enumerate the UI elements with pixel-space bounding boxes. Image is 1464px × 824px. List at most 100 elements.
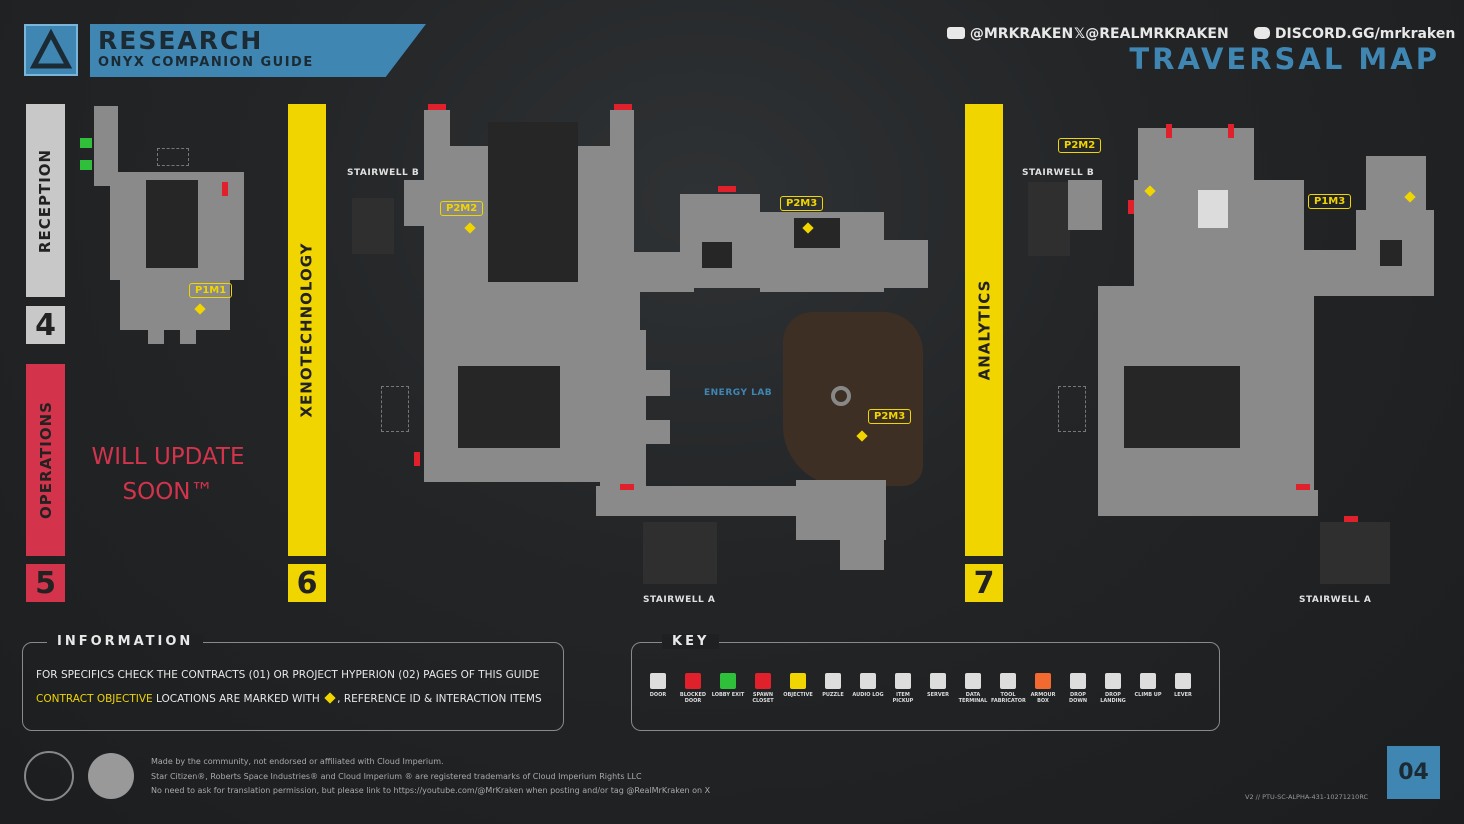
key-item-tool-fabricator: TOOL FABRICATOR — [991, 673, 1026, 704]
operations-update-notice: WILL UPDATE SOON™ — [91, 444, 245, 505]
key-item-audio-log: AUDIO LOG — [851, 673, 885, 698]
climb-up-icon — [1140, 673, 1156, 689]
objective-icon — [790, 673, 806, 689]
section-operations-bar: OPERATIONS — [26, 364, 65, 556]
key-item-lever: LEVER — [1166, 673, 1200, 698]
key-item-puzzle: PUZZLE — [816, 673, 850, 698]
server-icon — [930, 673, 946, 689]
footer-line-2: Star Citizen®, Roberts Space Industries®… — [151, 772, 642, 781]
energy-lab-area — [783, 312, 923, 486]
info-line-2-a: LOCATIONS ARE MARKED WITH — [152, 693, 324, 705]
artifact-icon — [1198, 190, 1228, 228]
key-item-label: DATA TERMINAL — [958, 692, 988, 704]
discord-label: DISCORD.GG/mrkraken — [1274, 26, 1456, 42]
key-item-label: TOOL FABRICATOR — [991, 692, 1026, 704]
section-xeno-bar: XENOTECHNOLOGY — [288, 104, 326, 556]
information-title: INFORMATION — [47, 634, 204, 649]
key-item-label: AUDIO LOG — [852, 692, 884, 698]
dashed-area — [1058, 386, 1086, 432]
key-item-label: ITEM PICKUP — [892, 692, 914, 704]
contract-objective-highlight: CONTRACT OBJECTIVE — [36, 693, 153, 705]
page-number: 04 — [1387, 746, 1440, 799]
armour-box-icon — [1035, 673, 1051, 689]
key-item-blocked-door: BLOCKED DOOR — [676, 673, 710, 704]
youtube-label: @MRKRAKEN — [969, 26, 1074, 42]
section-analytics-bar: ANALYTICS — [965, 104, 1003, 556]
p2m3-tag: P2M3 — [780, 196, 824, 211]
key-item-lobby-exit: LOBBY EXIT — [711, 673, 745, 698]
key-item-label: BLOCKED DOOR — [679, 692, 707, 704]
version-label: V2 // PTU-SC-ALPHA-431-10271210RC — [1245, 793, 1369, 801]
key-item-label: SPAWN CLOSET — [752, 692, 774, 704]
community-badge-icon — [24, 751, 74, 801]
key-item-label: OBJECTIVE — [783, 692, 813, 698]
section-reception-label: RECEPTION — [36, 148, 55, 253]
x-label: @REALMRKRAKEN — [1085, 26, 1229, 42]
section-xeno-label: XENOTECHNOLOGY — [298, 242, 316, 418]
analytics-stairwell-a-label: STAIRWELL A — [1299, 595, 1372, 605]
youtube-handle[interactable]: @MRKRAKEN — [947, 26, 1073, 42]
section-analytics-label: ANALYTICS — [975, 279, 994, 381]
spawn-closet-icon — [755, 673, 771, 689]
section-analytics-number: 7 — [965, 564, 1003, 602]
objective-icon — [324, 692, 336, 704]
page-subtitle: ONYX COMPANION GUIDE — [98, 55, 314, 70]
key-title: KEY — [662, 634, 720, 649]
p2m2-tag: P2M2 — [440, 201, 484, 216]
data-terminal-icon — [965, 673, 981, 689]
section-operations-number: 5 — [26, 564, 65, 602]
discord-icon — [1254, 27, 1270, 39]
p2m2-tag-analytics: P2M2 — [1058, 138, 1102, 153]
key-item-label: DROP LANDING — [1100, 692, 1126, 704]
p2m3-tag-2: P2M3 — [868, 409, 912, 424]
key-item-spawn-closet: SPAWN CLOSET — [746, 673, 780, 704]
audio-log-icon — [860, 673, 876, 689]
key-item-data-terminal: DATA TERMINAL — [956, 673, 990, 704]
section-operations-label: OPERATIONS — [36, 401, 55, 519]
key-item-label: DOOR — [649, 692, 667, 698]
kraken-logo-icon — [88, 753, 134, 799]
key-item-drop-down: DROP DOWN — [1061, 673, 1095, 704]
header-banner — [90, 24, 426, 77]
key-item-drop-landing: DROP LANDING — [1096, 673, 1130, 704]
energy-lab-label: ENERGY LAB — [704, 388, 773, 398]
puzzle-icon — [825, 673, 841, 689]
analytics-stairwell-b-label: STAIRWELL B — [1022, 168, 1095, 178]
item-pickup-icon — [895, 673, 911, 689]
x-handle[interactable]: 𝕏@REALMRKRAKEN — [1074, 26, 1229, 42]
lobby-exit-icon — [80, 138, 92, 148]
key-item-label: PUZZLE — [822, 692, 844, 698]
x-icon: 𝕏 — [1074, 26, 1086, 42]
key-item-climb-up: CLIMB UP — [1131, 673, 1165, 698]
key-item-label: LEVER — [1174, 692, 1192, 698]
footer-line-1: Made by the community, not endorsed or a… — [151, 757, 444, 766]
info-line-2-b: , REFERENCE ID & INTERACTION ITEMS — [337, 693, 542, 705]
info-line-1: FOR SPECIFICS CHECK THE CONTRACTS (01) O… — [36, 669, 540, 681]
p1m1-tag: P1M1 — [189, 283, 233, 298]
dashed-area — [157, 148, 189, 166]
key-panel: KEY DOOR BLOCKED DOOR LOBBY EXIT SPAWN CLOS… — [631, 634, 1220, 731]
youtube-icon — [947, 27, 965, 39]
map-title: TRAVERSAL MAP — [1129, 42, 1440, 76]
section-reception-number: 4 — [26, 306, 65, 344]
xeno-stairwell-b-label: STAIRWELL B — [347, 168, 420, 178]
p1m3-tag: P1M3 — [1308, 194, 1352, 209]
discord-handle[interactable]: DISCORD.GG/mrkraken — [1254, 26, 1455, 42]
drop-down-icon — [1070, 673, 1086, 689]
xeno-stairwell-a-label: STAIRWELL A — [643, 595, 716, 605]
door-icon — [650, 673, 666, 689]
key-item-armour-box: ARMOUR BOX — [1026, 673, 1060, 704]
section-reception-bar: RECEPTION — [26, 104, 65, 297]
key-item-server: SERVER — [921, 673, 955, 698]
lever-icon — [1175, 673, 1191, 689]
key-item-item-pickup: ITEM PICKUP — [886, 673, 920, 704]
dashed-area — [381, 386, 409, 432]
key-item-objective: OBJECTIVE — [781, 673, 815, 698]
footer-line-3: No need to ask for translation permissio… — [151, 786, 711, 795]
information-panel: INFORMATION FOR SPECIFICS CHECK THE CONT… — [22, 634, 564, 731]
key-item-label: LOBBY EXIT — [711, 692, 745, 698]
blocked-door-icon — [685, 673, 701, 689]
key-item-label: CLIMB UP — [1134, 692, 1162, 698]
tool-fabricator-icon — [1000, 673, 1016, 689]
info-line-2: CONTRACT OBJECTIVE LOCATIONS ARE MARKED … — [36, 692, 542, 705]
